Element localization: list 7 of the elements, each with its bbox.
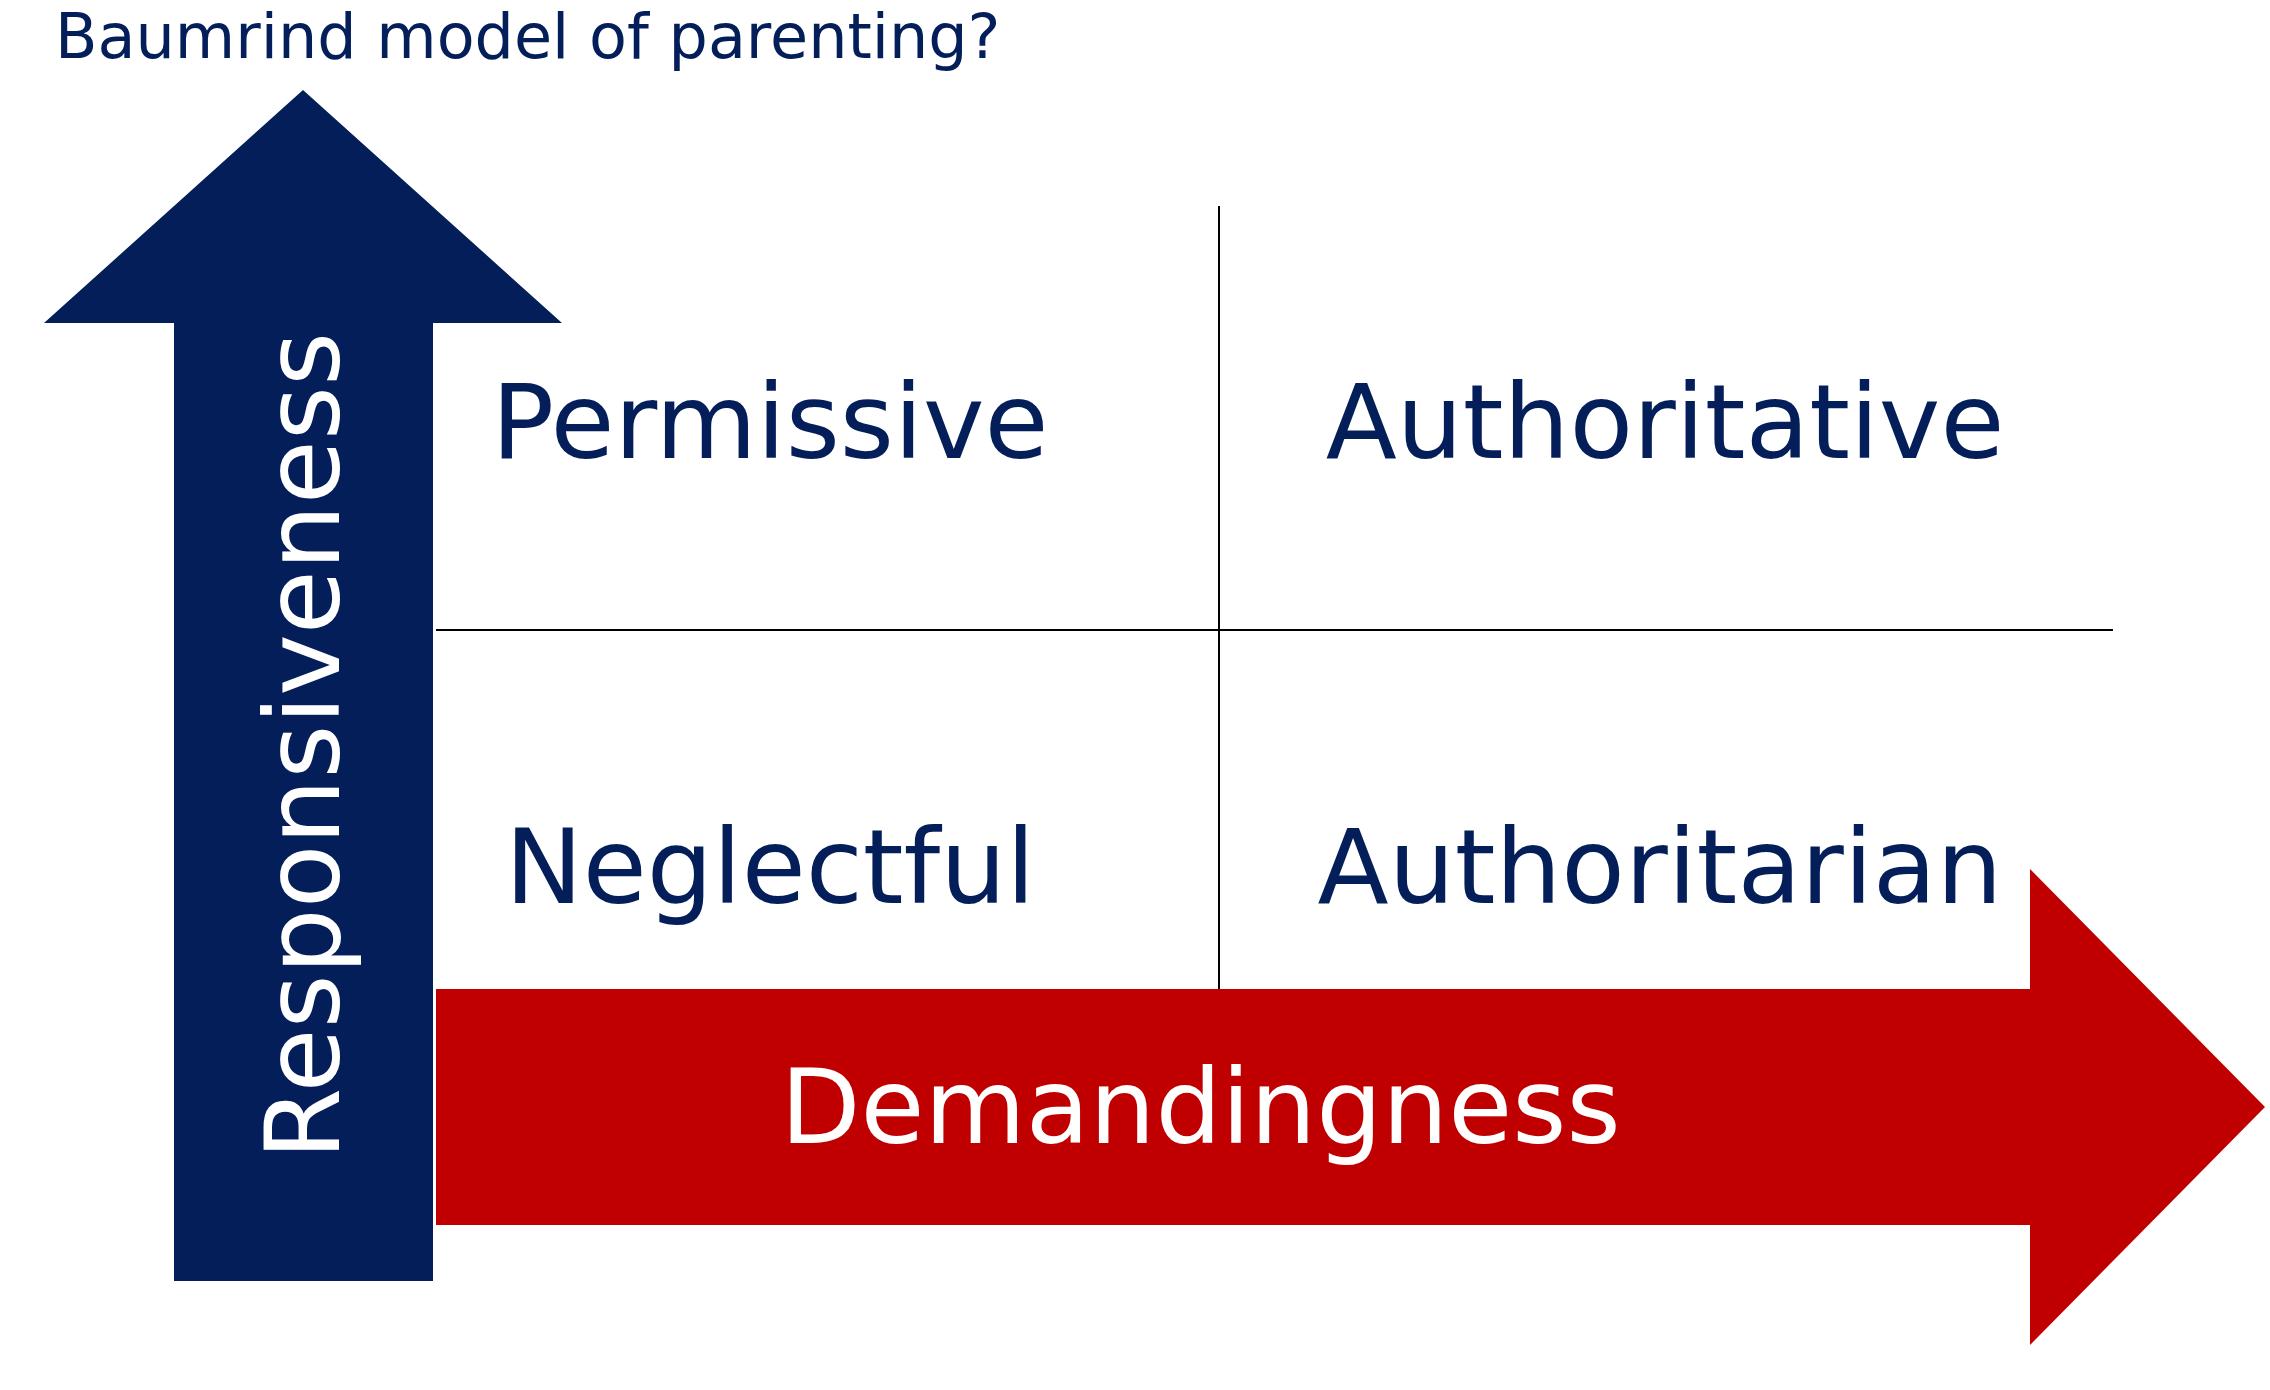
axis-label: Responsiveness [242, 331, 364, 1160]
title: Baumrind model of parenting? [55, 0, 1001, 73]
quadrant-label: Permissive [491, 361, 1049, 483]
quadrant-label: Neglectful [504, 806, 1036, 928]
quadrant-label: Authoritarian [1317, 806, 2003, 928]
quadrant-label: Authoritative [1325, 361, 2005, 483]
axis-label: Demandingness [780, 1046, 1621, 1168]
